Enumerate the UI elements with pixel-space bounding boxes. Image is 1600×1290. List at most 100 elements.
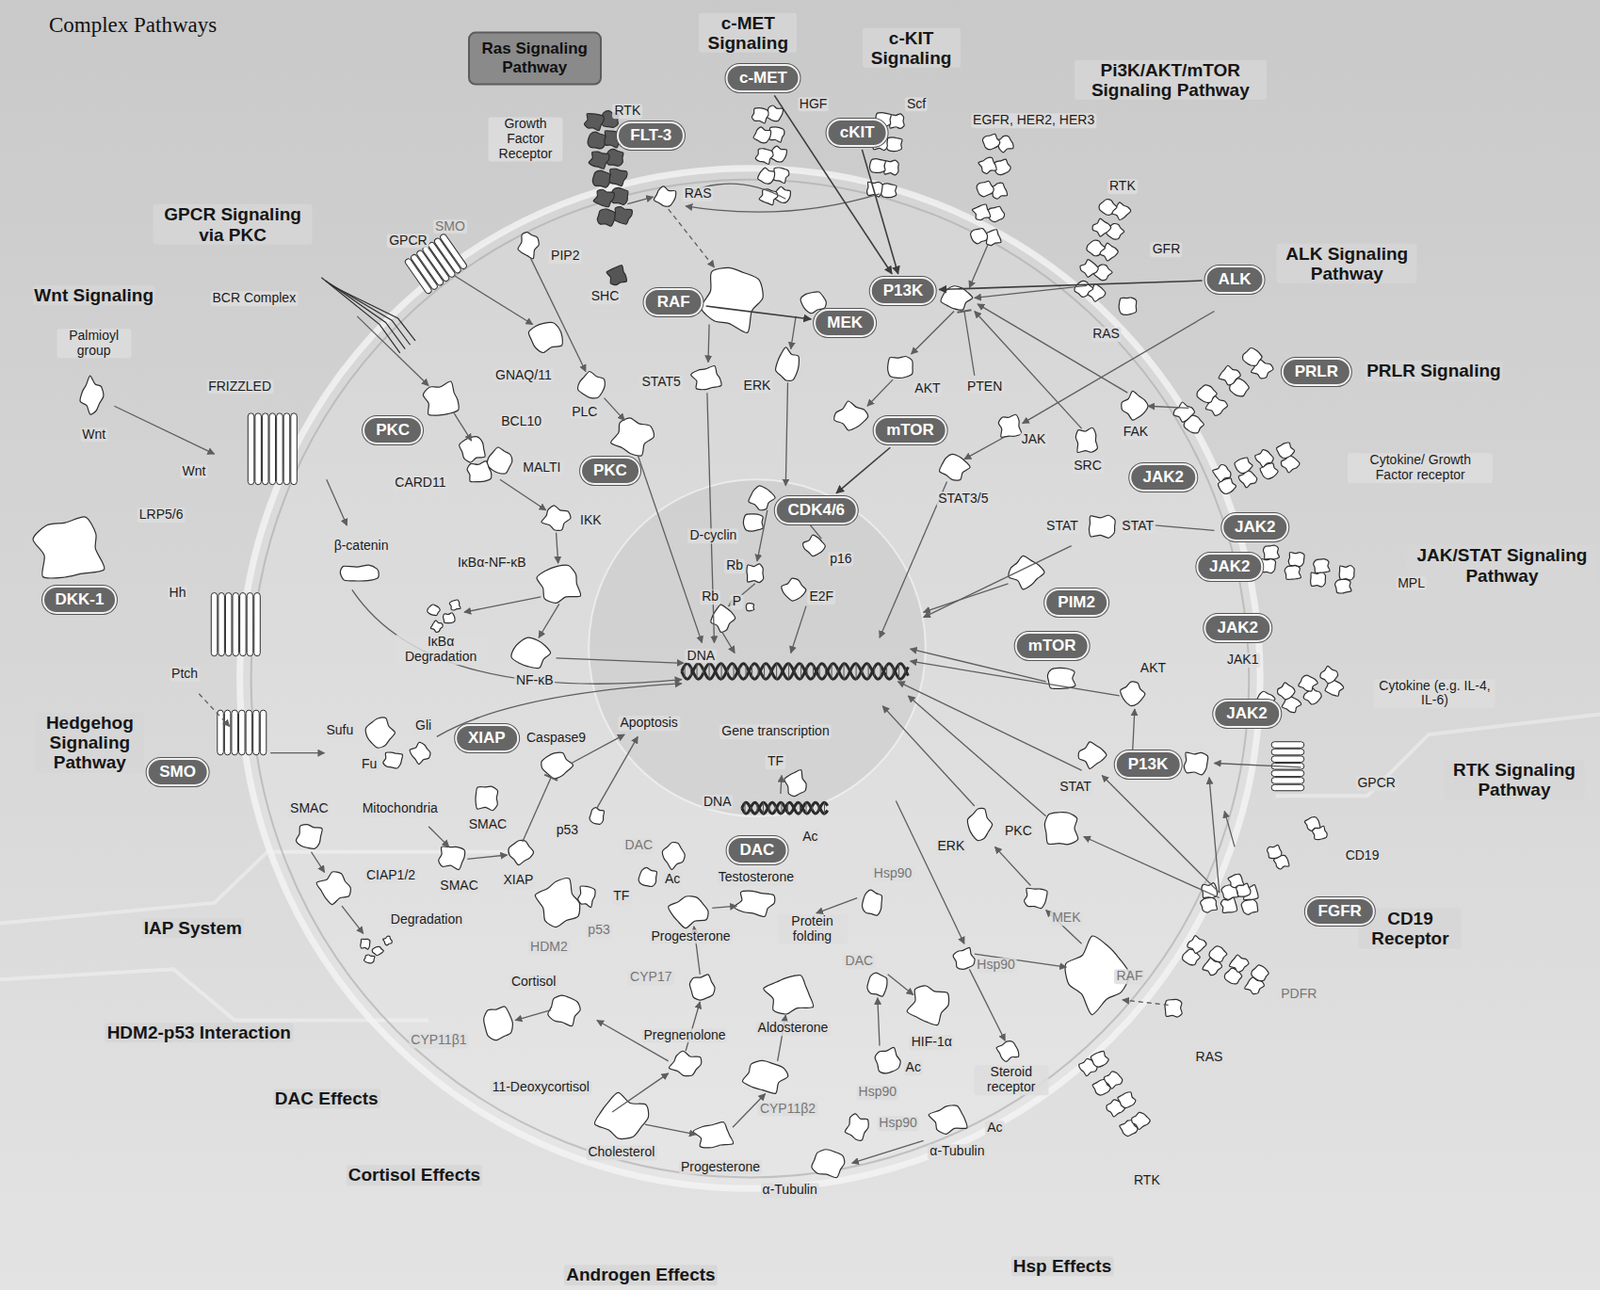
dna-rung <box>756 804 758 813</box>
protein-blob <box>484 1006 514 1041</box>
helix <box>231 710 239 756</box>
molecule-label: Ac <box>800 829 820 845</box>
pathway-arrow <box>453 413 471 441</box>
protein-blob <box>611 418 655 456</box>
protein-blob <box>1090 1050 1109 1067</box>
dna-rung <box>739 666 741 676</box>
helix <box>224 710 231 756</box>
molecule-label: Pregnenolone <box>641 1028 728 1044</box>
protein-blob <box>1228 954 1249 972</box>
molecule-label: Gli <box>413 719 434 735</box>
dna-rung <box>806 802 808 815</box>
protein-blob <box>1320 665 1339 683</box>
molecule-label: MEK <box>1050 910 1083 926</box>
target-pill: FGFR <box>1305 897 1375 926</box>
molecule-label: STAT <box>1044 518 1081 534</box>
protein-blob <box>1074 281 1094 298</box>
dna-rung <box>843 662 845 679</box>
protein-blob <box>1173 402 1195 422</box>
protein-blob <box>874 1047 901 1073</box>
molecule-label: SMAC <box>437 878 480 894</box>
helix <box>259 710 267 756</box>
pathway-arrow <box>994 846 1031 886</box>
node-text: CDK4/6 <box>788 501 845 520</box>
inhibition-bar <box>956 309 971 312</box>
signal-arrow <box>938 280 1202 290</box>
molecule-label: PTEN <box>965 379 1004 395</box>
protein-blob <box>745 603 754 612</box>
node-text: JAK2 <box>1226 704 1267 724</box>
protein-blob <box>1228 873 1245 888</box>
protein-blob <box>971 204 990 221</box>
pathway-arrow <box>556 533 559 565</box>
seven-tm-receptor <box>210 593 260 657</box>
node-text: cKIT <box>840 123 875 143</box>
molecule-label: GPCR <box>1355 775 1397 792</box>
protein-blob <box>689 974 715 1001</box>
pathway-arrow <box>668 209 715 268</box>
cell-membrane-inner <box>251 179 1250 1179</box>
pathway-arrow <box>1224 810 1235 847</box>
protein-blob <box>597 209 615 227</box>
molecule-label: Cortisol <box>509 975 558 991</box>
target-pill: c-MET <box>726 64 801 93</box>
dna-rung <box>807 666 809 676</box>
pathway-arrow <box>556 658 684 663</box>
pathway-arrow <box>1046 910 1083 945</box>
dna-rung <box>745 664 747 678</box>
target-pill: JAK2 <box>1204 614 1272 643</box>
protein-blob <box>449 599 461 611</box>
protein-blob <box>978 157 997 174</box>
molecule-label: BCL10 <box>499 414 544 430</box>
molecule-label: Ac <box>904 1061 923 1077</box>
protein-blob <box>588 151 610 169</box>
dna-rung <box>702 669 704 675</box>
protein-blob <box>548 995 581 1026</box>
pathway-box: Ras Signaling Pathway <box>468 31 602 85</box>
target-pill: PRLR <box>1281 357 1352 387</box>
protein-blob <box>758 167 776 184</box>
dna-strand <box>742 802 828 814</box>
protein-blob <box>517 232 539 259</box>
pathway-arrow <box>964 310 975 375</box>
protein-blob <box>295 824 323 850</box>
protein-blob <box>886 137 903 152</box>
protein-blob <box>691 365 722 389</box>
pathway-arrow <box>522 777 551 842</box>
pathway-arrow <box>198 694 230 728</box>
dna-rung <box>812 664 814 678</box>
dna-rung <box>733 663 735 679</box>
pathway-arrow <box>867 379 893 406</box>
bcr-chain <box>325 280 406 350</box>
node-text: mTOR <box>1028 636 1077 656</box>
molecule-label: D-cyclin <box>688 528 740 544</box>
molecule-label: MALTI <box>520 461 563 477</box>
pathway-arrow <box>1022 310 1215 423</box>
molecule-label: BCR Complex <box>210 291 298 308</box>
signal-arrow <box>774 95 892 274</box>
protein-blob <box>880 183 897 198</box>
molecule-label: Steroid receptor <box>973 1066 1049 1096</box>
pathway-arrow <box>530 258 586 372</box>
bcr-complex <box>321 277 416 354</box>
helix <box>1271 784 1305 792</box>
molecule-label: FRIZZLED <box>206 379 274 395</box>
node-text: JAK2 <box>1217 618 1259 638</box>
molecule-label: Mitochondria <box>360 801 440 817</box>
molecule-label: PIP2 <box>549 248 582 264</box>
molecule-label: p53 <box>585 922 612 938</box>
pathway-arrow <box>637 454 702 643</box>
pathway-arrow <box>467 855 507 859</box>
molecule-label: Rb <box>724 559 745 575</box>
protein-blob <box>668 1050 701 1076</box>
protein-blob <box>1304 817 1320 832</box>
protein-blob <box>662 842 685 871</box>
molecule-label: XIAP <box>501 872 535 889</box>
target-pill: PIM2 <box>1044 588 1109 617</box>
protein-blob <box>953 947 975 970</box>
molecule-label: HIF-1α <box>909 1035 954 1051</box>
molecule-label: Gene transcription <box>719 724 831 740</box>
protein-blob <box>1313 559 1330 574</box>
protein-blob <box>587 131 606 149</box>
molecule-label: EGFR, HER2, HER3 <box>970 113 1097 129</box>
